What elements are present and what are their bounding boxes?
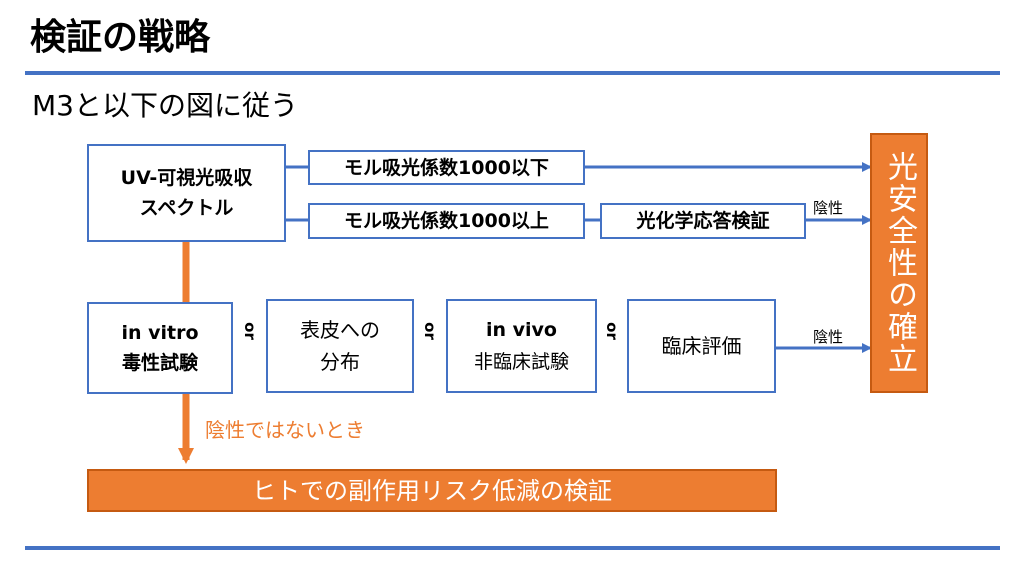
page-subtitle: M3と以下の図に従う xyxy=(32,89,298,122)
in-vivo-line-1: in vivo xyxy=(485,319,557,341)
title-divider xyxy=(25,71,1000,75)
not-negative-condition-label: 陰性ではないとき xyxy=(205,418,365,442)
or-label-2: or xyxy=(420,322,439,340)
photochemical-test-box: 光化学応答検証 xyxy=(600,203,806,239)
uv-spectrum-box: UV-可視光吸収 スペクトル xyxy=(87,144,286,242)
mol-coefficient-below-box: モル吸光係数1000以下 xyxy=(308,150,585,185)
in-vitro-box: in vitro 毒性試験 xyxy=(87,302,233,394)
in-vivo-box: in vivo 非臨床試験 xyxy=(446,299,597,393)
or-label-3: or xyxy=(602,322,621,340)
uv-spectrum-line-1: UV-可視光吸収 xyxy=(120,167,253,189)
page-title: 検証の戦略 xyxy=(30,17,211,58)
skin-distribution-line-2: 分布 xyxy=(320,350,360,374)
skin-distribution-line-1: 表皮への xyxy=(300,318,380,342)
negative-label-clinical: 陰性 xyxy=(813,328,844,346)
uv-spectrum-line-2: スペクトル xyxy=(139,197,234,219)
or-label-1: or xyxy=(240,322,259,340)
in-vitro-line-2: 毒性試験 xyxy=(121,352,198,374)
skin-distribution-box: 表皮への 分布 xyxy=(266,299,414,393)
in-vivo-line-2: 非臨床試験 xyxy=(473,351,569,373)
in-vitro-line-1: in vitro xyxy=(121,322,199,344)
human-risk-verification-box: ヒトでの副作用リスク低減の検証 xyxy=(87,469,777,512)
photosafety-established-box: 光安全性の確立 xyxy=(870,133,928,393)
negative-label-photochem: 陰性 xyxy=(813,199,844,217)
bottom-divider xyxy=(25,546,1000,550)
clinical-evaluation-box: 臨床評価 xyxy=(627,299,776,393)
mol-coefficient-above-box: モル吸光係数1000以上 xyxy=(308,203,585,239)
